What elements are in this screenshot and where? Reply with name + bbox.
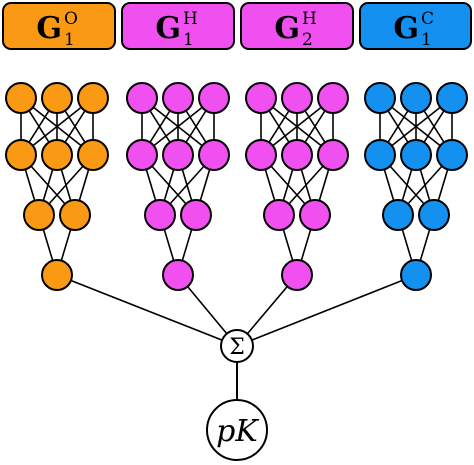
- neuron-node: [180, 199, 212, 231]
- neuron-node: [5, 82, 37, 114]
- neuron-node: [198, 82, 230, 114]
- neuron-node: [436, 82, 468, 114]
- network-headers: G 1 O G 1 H G 2 H G 1 C: [2, 2, 472, 50]
- neuron-node: [41, 82, 73, 114]
- neuron-node: [77, 139, 109, 171]
- neuron-node: [5, 139, 37, 171]
- neuron-node: [41, 259, 73, 291]
- neuron-node: [126, 139, 158, 171]
- sum-symbol: Σ: [229, 335, 245, 360]
- neuron-node: [400, 82, 432, 114]
- neuron-node: [382, 199, 414, 231]
- header-box-g1-o: G 1 O: [2, 2, 116, 50]
- header-label-main: G: [155, 11, 181, 46]
- neuron-node: [77, 82, 109, 114]
- header-label-sup: O: [64, 9, 78, 29]
- neuron-node: [59, 199, 91, 231]
- neuron-node: [263, 199, 295, 231]
- header-box-g2-h: G 2 H: [240, 2, 354, 50]
- neuron-node: [317, 139, 349, 171]
- header-label-sub: 1: [183, 30, 194, 50]
- neuron-node: [162, 139, 194, 171]
- neuron-node: [126, 82, 158, 114]
- neuron-node: [162, 82, 194, 114]
- neuron-node: [41, 139, 73, 171]
- neuron-node: [198, 139, 230, 171]
- header-label-main: G: [393, 11, 419, 46]
- neuron-node: [299, 199, 331, 231]
- neuron-node: [162, 259, 194, 291]
- neuron-node: [364, 139, 396, 171]
- header-label-sup: H: [183, 9, 198, 29]
- header-label-sub: 1: [421, 30, 432, 50]
- neuron-node: [245, 82, 277, 114]
- neuron-node: [317, 82, 349, 114]
- network-to-sum-edge: [236, 274, 417, 347]
- neuron-node: [400, 259, 432, 291]
- sum-node: Σ: [220, 329, 254, 363]
- network-to-sum-edge: [56, 274, 238, 347]
- neuron-node: [245, 139, 277, 171]
- header-label-sub: 2: [302, 30, 313, 50]
- header-label-main: G: [36, 11, 62, 46]
- header-box-g1-h: G 1 H: [121, 2, 235, 50]
- neuron-node: [400, 139, 432, 171]
- header-label-sup: C: [421, 9, 434, 29]
- header-label-sup: H: [302, 9, 317, 29]
- header-label-sub: 1: [64, 30, 75, 50]
- neuron-node: [281, 82, 313, 114]
- neuron-node: [281, 139, 313, 171]
- header-label-main: G: [274, 11, 300, 46]
- neuron-node: [23, 199, 55, 231]
- network-nodes: [5, 82, 468, 291]
- output-label: pK: [216, 414, 259, 449]
- neuron-node: [418, 199, 450, 231]
- neuron-node: [364, 82, 396, 114]
- output-node: pK: [206, 399, 268, 461]
- header-box-g1-c: G 1 C: [359, 2, 472, 50]
- neuron-node: [436, 139, 468, 171]
- neuron-node: [281, 259, 313, 291]
- neuron-node: [144, 199, 176, 231]
